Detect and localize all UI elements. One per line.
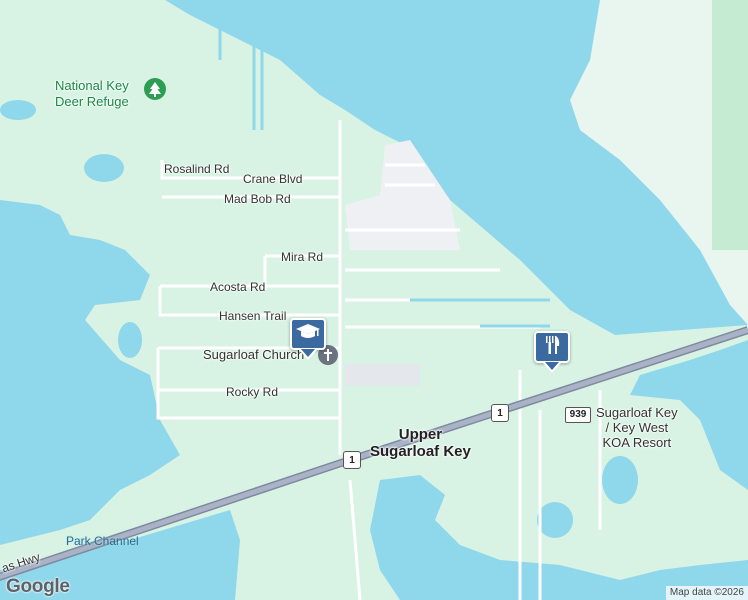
water-west-bay bbox=[0, 200, 180, 545]
water-pond-2 bbox=[118, 322, 142, 358]
canals bbox=[218, 20, 550, 328]
road-label-mira-rd: Mira Rd bbox=[281, 250, 324, 264]
cross-icon[interactable] bbox=[318, 345, 338, 365]
county-road-939-shield: 939 bbox=[565, 407, 591, 423]
road-label-rocky-rd: Rocky Rd bbox=[226, 385, 279, 399]
water-pond-3 bbox=[0, 100, 36, 120]
water-pond-1 bbox=[84, 154, 124, 182]
developed-area-church bbox=[345, 364, 420, 386]
place-label-koa-resort[interactable]: Sugarloaf Key / Key West KOA Resort bbox=[596, 405, 678, 450]
google-logo[interactable]: Google bbox=[6, 576, 70, 597]
tree-icon[interactable] bbox=[144, 78, 166, 100]
place-label-sugarloaf-church[interactable]: Sugarloaf Church bbox=[203, 347, 305, 362]
water-south-inlet bbox=[370, 475, 748, 600]
road-label-hansen-trail: Hansen Trail bbox=[219, 309, 287, 323]
restaurant-marker-pin[interactable] bbox=[534, 331, 570, 373]
park-east-strip bbox=[712, 0, 748, 250]
road-label-rosalind-rd: Rosalind Rd bbox=[164, 162, 230, 176]
place-label-upper-sugarloaf-key[interactable]: Upper Sugarloaf Key bbox=[370, 426, 471, 460]
land-east-island bbox=[570, 0, 748, 325]
road-label-acosta-rd: Acosta Rd bbox=[210, 280, 266, 294]
road-label-mad-bob-rd: Mad Bob Rd bbox=[224, 192, 291, 206]
us-route-1-shield: 1 bbox=[491, 404, 509, 422]
water-pond-5 bbox=[537, 502, 573, 538]
road-label-crane-blvd: Crane Blvd bbox=[243, 172, 303, 186]
developed-area-north bbox=[345, 140, 460, 250]
water-label-park-channel: Park Channel bbox=[66, 534, 139, 548]
water-south-channel bbox=[0, 510, 240, 600]
school-marker-pin[interactable] bbox=[290, 318, 326, 360]
water-east-lagoon bbox=[630, 340, 748, 490]
map-attribution[interactable]: Map data ©2026 bbox=[665, 586, 748, 600]
water-pond-4 bbox=[602, 456, 638, 504]
graduation-cap-icon bbox=[295, 322, 321, 347]
fork-knife-icon bbox=[540, 333, 564, 362]
us-route-1-shield-south: 1 bbox=[343, 451, 361, 469]
place-label-national-key-deer-refuge[interactable]: National Key Deer Refuge bbox=[55, 78, 129, 109]
